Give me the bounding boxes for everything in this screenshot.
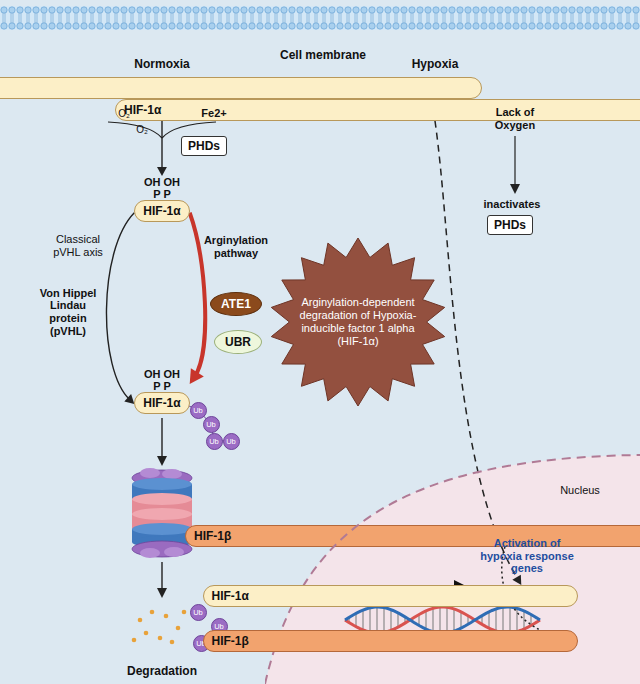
- proteasome: [132, 468, 192, 558]
- dna-rung: [446, 607, 447, 632]
- text-label: Cell membrane: [280, 49, 366, 63]
- dna-rung: [523, 611, 524, 629]
- text-label: Arginylation pathway: [199, 234, 273, 259]
- protein-pill: HIF-1α: [115, 99, 640, 121]
- node-label: Ub: [193, 406, 203, 415]
- protein-label: HIF-1α: [134, 200, 189, 222]
- arrow-head: [510, 184, 520, 194]
- arrow-head: [512, 575, 521, 585]
- hydroxylated-protein: OH OHP PHIF-1α: [134, 368, 189, 414]
- ubiquitin-circle: Ub: [203, 416, 220, 433]
- protein-pill: HIF-1β: [185, 525, 640, 547]
- enzyme-box: PHDs: [181, 136, 227, 156]
- text-label: inactivates: [484, 198, 541, 211]
- starburst-text: Arginylation-dependent degradation of Hy…: [299, 296, 417, 348]
- enzyme-box: PHDs: [487, 215, 533, 235]
- node-label: Ub: [206, 420, 216, 429]
- connector-line: [435, 121, 518, 580]
- arrow-head: [190, 368, 204, 384]
- node-label: Ub: [226, 437, 236, 446]
- text-label: Von Hippel Lindau protein (pVHL): [36, 287, 100, 338]
- node-label: PHDs: [188, 139, 220, 153]
- arrow-head: [157, 456, 167, 466]
- arrow-head: [124, 394, 134, 404]
- protein-pill: HIF-1β: [203, 630, 578, 652]
- dna-rung: [502, 607, 503, 632]
- node-label: Ub: [209, 437, 219, 446]
- node-label: HIF-1β: [194, 529, 231, 543]
- hydroxylated-protein: OH OHP PHIF-1α: [134, 176, 189, 222]
- dna-rung: [488, 612, 489, 628]
- connector: [106, 213, 134, 404]
- arrow-head: [157, 167, 167, 176]
- dna-rung: [362, 610, 363, 630]
- ubiquitin-circle: Ub: [223, 433, 240, 450]
- protein-pill: HIF-1α: [0, 77, 482, 99]
- flow-arrow: [514, 136, 515, 186]
- dna-rung: [369, 608, 370, 632]
- node-label: UBR: [225, 335, 251, 349]
- starburst: Arginylation-dependent degradation of Hy…: [268, 236, 448, 408]
- dna-rung: [355, 613, 356, 626]
- node-label: PHDs: [494, 218, 526, 232]
- node-label: HIF-1α: [212, 589, 249, 603]
- node-label: ATE1: [221, 297, 251, 311]
- ubiquitin-circle: Ub: [206, 433, 223, 450]
- connector-line: [106, 213, 134, 400]
- flow-arrow: [161, 562, 162, 590]
- text-label: Classical pVHL axis: [48, 233, 108, 258]
- dna-rung: [390, 610, 391, 631]
- text-label: Degradation: [127, 665, 197, 679]
- text-label: Hypoxia: [412, 58, 459, 72]
- text-label: Activation of hypoxia response genes: [478, 537, 576, 575]
- connector-line: [190, 213, 206, 376]
- region-label: Nucleus: [560, 484, 600, 496]
- flow-arrow: [161, 418, 162, 458]
- text-label: O₂: [118, 108, 130, 120]
- dna-rung: [495, 609, 496, 631]
- modification-label: OH OH: [144, 368, 180, 380]
- dna-rung: [453, 609, 454, 631]
- peptide-fragments: [132, 610, 187, 645]
- dna-rung: [460, 612, 461, 628]
- arrow-head: [157, 588, 167, 598]
- connector: [190, 213, 206, 384]
- protein-pill: HIF-1α: [203, 585, 578, 607]
- protein-label: HIF-1α: [134, 392, 189, 414]
- dna-rung: [432, 608, 433, 631]
- text-label: Fe2+: [201, 107, 226, 120]
- enzyme-ellipse: ATE1: [210, 292, 262, 316]
- dna-rung: [397, 613, 398, 627]
- modification-label: OH OH: [144, 176, 180, 188]
- modification-label: P P: [153, 380, 171, 392]
- membrane-bilayer: [0, 6, 640, 30]
- connector: [435, 121, 521, 585]
- node-label: HIF-1β: [212, 634, 249, 648]
- node-label: Ub: [193, 608, 203, 617]
- ubiquitin-circle: Ub: [190, 604, 207, 621]
- text-label: Normoxia: [134, 58, 189, 72]
- text-label: Lack of Oxygen: [488, 106, 542, 131]
- dna-rung: [383, 608, 384, 633]
- nucleus-region: NucleusHIF-1αHIF-1β: [265, 452, 640, 684]
- text-label: O₂: [136, 124, 148, 136]
- membrane-band: [0, 6, 640, 30]
- modification-label: P P: [153, 188, 171, 200]
- ubiquitin-circle: Ub: [190, 402, 207, 419]
- reaction-curve: [108, 122, 162, 138]
- dna-rung: [516, 608, 517, 631]
- enzyme-ellipse: UBR: [214, 330, 262, 354]
- dna-rung: [425, 611, 426, 629]
